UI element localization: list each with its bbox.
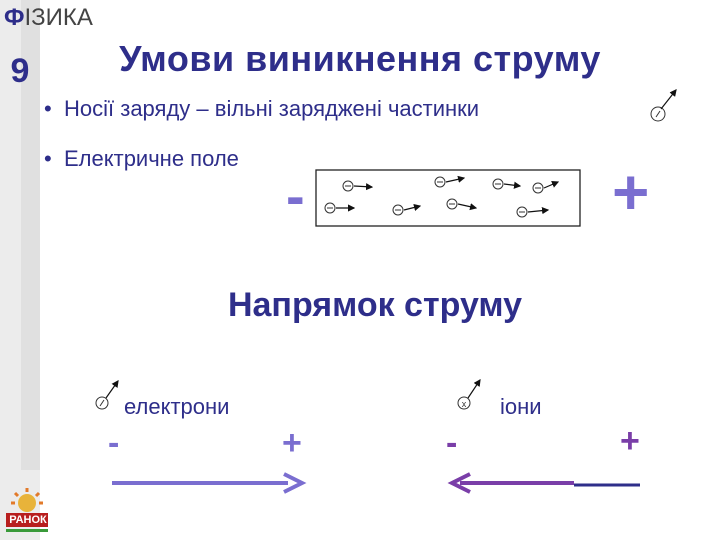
bullet-electric-field: •Електричне поле <box>44 146 239 171</box>
brand-first-letter: Ф <box>4 4 25 31</box>
ion-icon: x <box>457 379 481 410</box>
field-plus-sign: + <box>612 156 650 228</box>
field-minus-sign: - <box>286 164 305 227</box>
bullet-text: Носії заряду – вільні заряджені частинки <box>64 96 480 121</box>
charge-carrier-icon <box>650 89 677 122</box>
ions-plus-sign: + <box>620 422 640 460</box>
field-electron <box>532 181 560 194</box>
field-electron <box>492 178 522 190</box>
electric-field-box <box>315 169 581 227</box>
brand-logo: ФІЗИКА <box>4 4 93 32</box>
publisher-logo-icon <box>6 488 48 532</box>
grade-number: 9 <box>10 52 30 90</box>
field-electron <box>392 203 422 216</box>
electron-icon <box>95 380 119 410</box>
slide-title: Умови виникнення струму <box>119 38 601 79</box>
bullet-charge-carriers: •Носії заряду – вільні заряджені частинк… <box>44 96 480 121</box>
electrons-plus-sign: + <box>282 424 302 462</box>
bullet-text: Електричне поле <box>64 146 239 171</box>
sidebar <box>0 0 40 540</box>
ion-symbol: x <box>462 399 467 409</box>
electrons-label: електрони <box>124 394 230 419</box>
ions-label: іони <box>500 394 542 419</box>
ions-minus-sign: - <box>446 424 458 462</box>
brand-rest: ІЗИКА <box>24 4 93 31</box>
field-electron <box>516 206 550 218</box>
field-electron <box>342 180 374 192</box>
sidebar-stripe <box>21 0 40 470</box>
electrons-direction-arrow <box>112 472 307 494</box>
electrons-minus-sign: - <box>108 424 120 462</box>
field-electron <box>324 202 356 214</box>
publisher-name: РАНОК <box>9 514 47 526</box>
field-electron <box>446 198 478 211</box>
ions-direction-arrow <box>447 472 640 494</box>
field-electron <box>434 175 466 188</box>
section-subtitle: Напрямок струму <box>227 286 523 324</box>
